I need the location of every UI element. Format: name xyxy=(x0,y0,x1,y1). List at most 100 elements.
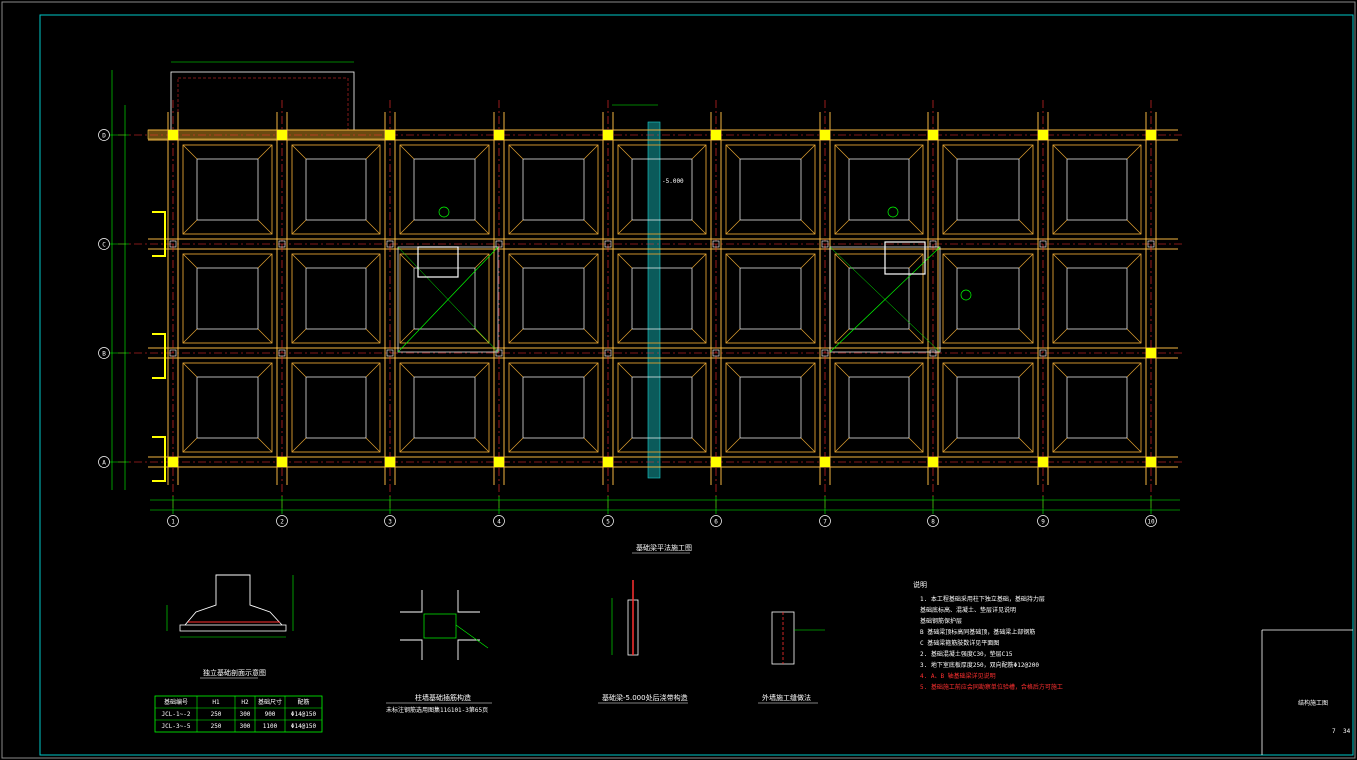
panel-chamfer xyxy=(474,362,490,378)
hatched-wall xyxy=(147,129,386,140)
panel-chamfer xyxy=(583,253,599,269)
footing-panel-inner xyxy=(305,267,367,330)
panel-chamfer xyxy=(1126,437,1142,453)
panel-chamfer xyxy=(691,219,707,235)
footing-panel-inner xyxy=(196,376,259,439)
footing-panel-inner xyxy=(739,376,802,439)
axis-bubble-x: 6 xyxy=(710,515,722,527)
panel-chamfer xyxy=(291,328,307,344)
panel-chamfer xyxy=(800,437,816,453)
panel-chamfer xyxy=(1018,328,1034,344)
table-header-cell: H2 xyxy=(241,699,249,706)
panel-chamfer xyxy=(691,328,707,344)
panel-chamfer xyxy=(1126,144,1142,160)
footing-panel-outer xyxy=(182,144,273,235)
note-line: B 基础梁顶标高同基础顶，基础梁上部钢筋 xyxy=(920,628,1035,636)
panel-chamfer xyxy=(1126,328,1142,344)
panel-chamfer xyxy=(800,328,816,344)
pit-outline xyxy=(884,241,926,275)
panel-chamfer xyxy=(942,219,958,235)
panel-chamfer xyxy=(474,144,490,160)
panel-chamfer xyxy=(1052,362,1068,378)
panel-chamfer xyxy=(1018,144,1034,160)
note-line-red: 4. A、B 轴基础梁详见说明 xyxy=(920,672,996,680)
table-cell: 1100 xyxy=(263,723,278,730)
panel-chamfer xyxy=(908,253,924,269)
panel-chamfer xyxy=(257,362,273,378)
axis-bubble-x: 10 xyxy=(1145,515,1157,527)
axis-circle xyxy=(98,347,110,359)
footing-panel-inner xyxy=(739,267,802,330)
footing-panel-inner xyxy=(413,376,476,439)
column-minor xyxy=(821,349,829,357)
detail-1-title: 独立基础剖面示意图 xyxy=(203,668,266,677)
column xyxy=(494,457,504,467)
axis-circle xyxy=(927,515,939,527)
panel-chamfer xyxy=(508,253,524,269)
column-minor xyxy=(278,349,286,357)
column-minor xyxy=(1039,240,1047,248)
column xyxy=(494,130,504,140)
axis-circle xyxy=(1145,515,1157,527)
footing-panel-inner xyxy=(631,267,693,330)
panel-chamfer xyxy=(1126,253,1142,269)
table-header-cell: 基础编号 xyxy=(164,698,188,706)
panel-chamfer xyxy=(725,253,741,269)
detail-section-4: 外墙施工缝做法 xyxy=(758,611,825,704)
panel-chamfer xyxy=(1052,144,1068,160)
panel-chamfer xyxy=(800,253,816,269)
footing-panel-outer xyxy=(725,362,816,453)
column xyxy=(168,457,178,467)
column xyxy=(711,457,721,467)
column xyxy=(820,457,830,467)
note-line: 3. 地下室底板厚度250，双向配筋Φ12@200 xyxy=(920,661,1039,669)
wall-bracket xyxy=(152,211,166,257)
panel-chamfer xyxy=(1052,437,1068,453)
footing-panel-inner xyxy=(848,158,910,221)
panel-chamfer xyxy=(291,219,307,235)
axis-circle xyxy=(710,515,722,527)
table-cell: 250 xyxy=(211,711,222,718)
section-mark xyxy=(438,206,450,218)
table-header-cell: 基础尺寸 xyxy=(258,698,282,706)
column-minor xyxy=(604,349,612,357)
axis-bubble-x: 8 xyxy=(927,515,939,527)
wall-bracket xyxy=(152,436,166,482)
panel-chamfer xyxy=(942,253,958,269)
axis-label: D xyxy=(102,133,106,140)
footing-panel-outer xyxy=(1052,253,1142,344)
column-minor xyxy=(386,349,394,357)
panel-chamfer xyxy=(908,144,924,160)
table-cell: 250 xyxy=(211,723,222,730)
section-mark xyxy=(887,206,899,218)
column-minor xyxy=(1147,240,1155,248)
axis-label: B xyxy=(102,351,106,358)
column-minor xyxy=(278,240,286,248)
footing-panel-inner xyxy=(522,267,585,330)
panel-chamfer xyxy=(508,362,524,378)
footing-section xyxy=(184,574,283,626)
axis-label: 7 xyxy=(823,519,827,526)
axis-label: 2 xyxy=(280,519,284,526)
panel-chamfer xyxy=(583,144,599,160)
footing-panel-outer xyxy=(399,144,490,235)
column-joint xyxy=(400,590,480,660)
panel-chamfer xyxy=(691,144,707,160)
footing-panel-inner xyxy=(848,267,910,330)
panel-chamfer xyxy=(942,362,958,378)
axis-circle xyxy=(602,515,614,527)
detail-3-title: 基础梁-5.000处后浇带构造 xyxy=(602,693,688,702)
panel-chamfer xyxy=(691,362,707,378)
footing-panel-inner xyxy=(413,267,476,330)
panel-chamfer xyxy=(617,362,633,378)
panel-chamfer xyxy=(800,144,816,160)
column xyxy=(1146,130,1156,140)
panel-chamfer xyxy=(182,328,198,344)
title-block: 结构施工图 7 34 xyxy=(1261,629,1353,755)
footing-panel-outer xyxy=(942,144,1034,235)
axis-bubble-y: D xyxy=(98,129,110,141)
footing-panel-outer xyxy=(508,144,599,235)
table-cell: JCL-1~-2 xyxy=(162,711,191,718)
